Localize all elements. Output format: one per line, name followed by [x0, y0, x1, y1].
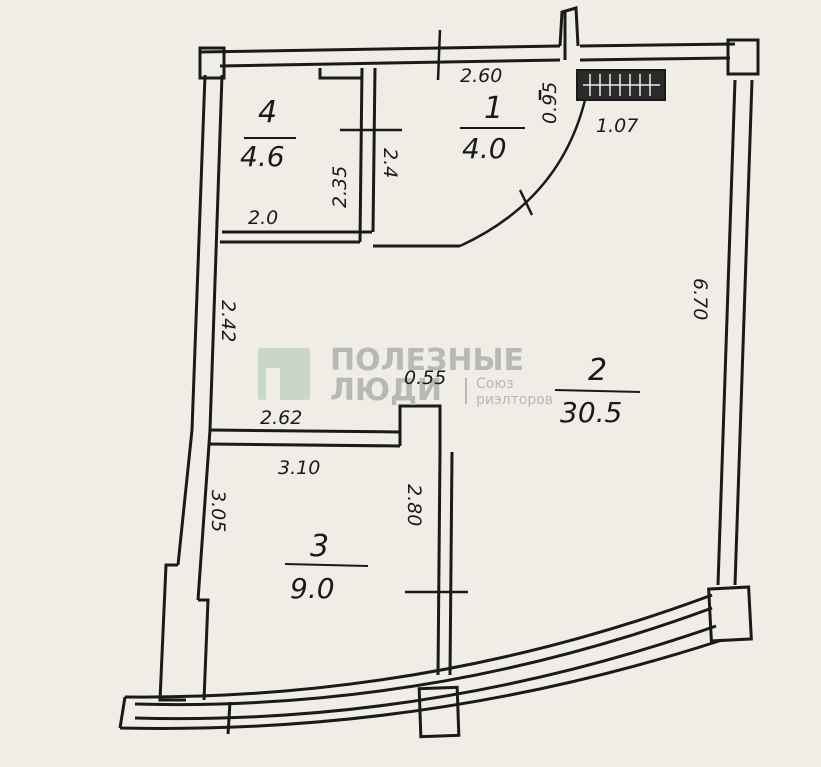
dim-top-corridor: 2.60: [460, 65, 502, 87]
door-swing-arc: [459, 99, 587, 248]
watermark-logo-icon: [258, 348, 310, 400]
dim-room3-right: 2.80: [403, 484, 425, 526]
dim-room4-side: 2.4: [379, 148, 401, 178]
dim-right-wall: 6.70: [689, 278, 711, 320]
curved-window-wall: [118, 593, 723, 735]
watermark-sub2: риэлторов: [476, 392, 553, 408]
watermark-sub1: Союз: [476, 376, 514, 392]
room-3-number: 3: [310, 529, 329, 564]
dim-mid-width: 2.62: [260, 407, 302, 429]
room-4-number: 4: [258, 95, 277, 130]
dim-room3-width: 3.10: [278, 457, 320, 479]
room-2-area: 30.5: [560, 396, 622, 429]
room-1-number: 1: [484, 91, 503, 126]
room-4-area: 4.6: [240, 140, 285, 173]
dim-left-wall-upper: 2.42: [217, 300, 239, 342]
watermark-line1: ПОЛЕЗНЫЕ: [330, 343, 524, 378]
room-1-area: 4.0: [462, 132, 507, 165]
dim-room3-height: 3.05: [207, 490, 229, 532]
dim-room4-width: 2.0: [248, 207, 278, 229]
dim-door-095: 0.95: [539, 82, 561, 124]
room-3-area: 9.0: [290, 572, 335, 605]
dim-niche: 0.55: [404, 367, 446, 389]
area-underlines: [244, 127, 641, 567]
watermark-logo-cutout: [266, 368, 280, 400]
watermark-line2: ЛЮДИ: [330, 373, 442, 408]
dim-room4-height: 2.35: [329, 166, 351, 208]
radiator-icon: [576, 69, 666, 101]
interior-walls: [207, 67, 460, 676]
outer-walls: [158, 6, 760, 739]
room-2-number: 2: [588, 353, 607, 388]
dim-radiator: 1.07: [596, 115, 638, 137]
watermark: ПОЛЕЗНЫЕ ЛЮДИ Союз риэлторов: [258, 343, 553, 408]
